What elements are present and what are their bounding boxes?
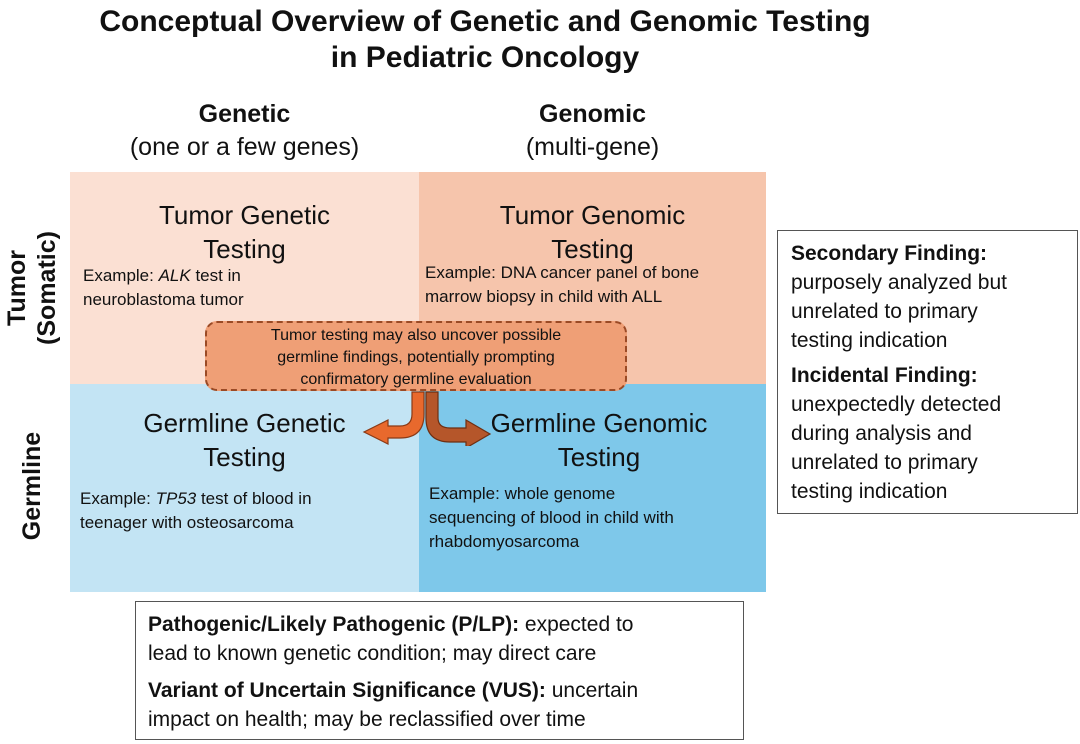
definition-text: unrelated to primary [791, 300, 978, 323]
callout-arrows [362, 391, 492, 446]
quadrant-germline-genomic: Germline Genomic Testing Example: whole … [419, 384, 766, 592]
quadrant-title-line: Testing [203, 234, 286, 264]
quadrant-title: Germline Genetic Testing [70, 406, 419, 474]
quadrant-title: Tumor Genetic Testing [70, 198, 419, 266]
example-text: Example: DNA cancer panel of bone [425, 263, 700, 282]
quadrant-title: Tumor Genomic Testing [419, 198, 766, 266]
quadrant-title-line: Testing [557, 442, 641, 472]
quadrant-example: Example: DNA cancer panel of bone marrow… [425, 261, 699, 309]
germline-findings-callout: Tumor testing may also uncover possible … [205, 321, 627, 391]
page-title: Conceptual Overview of Genetic and Genom… [0, 4, 970, 76]
callout-text: confirmatory germline evaluation [300, 371, 532, 388]
definition-text: expected to [519, 613, 634, 636]
vus-term: Variant of Uncertain Significance (VUS): [148, 679, 546, 702]
row-header-germline: Germline [17, 424, 47, 548]
arrow-to-germline-genetic [362, 391, 425, 445]
quadrant-title-line: Germline Genomic [490, 408, 708, 438]
incidental-finding-definition: Incidental Finding: unexpectedly detecte… [791, 361, 1077, 506]
quadrant-title-line: Germline Genetic [143, 408, 346, 438]
example-text: marrow biopsy in child with ALL [425, 287, 663, 306]
example-text: Example: whole genome [429, 484, 616, 503]
gene-name: ALK [158, 266, 191, 285]
column-header-genomic: Genomic (multi-gene) [419, 98, 766, 164]
definition-text: impact on health; may be reclassified ov… [148, 708, 586, 731]
quadrant-example: Example: whole genome sequencing of bloo… [429, 482, 674, 554]
quadrant-example: Example: ALK test in neuroblastoma tumor [83, 264, 244, 312]
arrow-to-germline-genomic [425, 391, 492, 446]
secondary-finding-definition: Secondary Finding: purposely analyzed bu… [791, 239, 1077, 355]
definition-text: unrelated to primary [791, 451, 978, 474]
quadrant-germline-genetic: Germline Genetic Testing Example: TP53 t… [70, 384, 419, 592]
column-sub-genomic: (multi-gene) [525, 133, 660, 161]
row-sub-tumor: (Somatic) [33, 231, 61, 345]
quadrant-title-line: Tumor Genetic [159, 200, 330, 230]
example-text: test of blood in [196, 489, 312, 508]
column-label-genetic: Genetic [198, 100, 291, 128]
definition-text: unexpectedly detected [791, 393, 1002, 416]
definition-text: uncertain [545, 679, 639, 702]
secondary-finding-term: Secondary Finding: [791, 242, 988, 265]
definition-text: testing indication [791, 480, 948, 503]
column-sub-genetic: (one or a few genes) [129, 133, 360, 161]
callout-text: Tumor testing may also uncover possible [270, 327, 562, 344]
row-header-tumor: Tumor (Somatic) [2, 218, 62, 358]
quadrant-title-line: Tumor Genomic [499, 200, 686, 230]
example-text: test in [190, 266, 241, 285]
quadrant-title-line: Testing [203, 442, 286, 472]
variant-classification-box: Pathogenic/Likely Pathogenic (P/LP): exp… [135, 601, 744, 740]
quadrant-title: Germline Genomic Testing [419, 406, 779, 474]
title-line-2: in Pediatric Oncology [330, 41, 640, 74]
example-prefix: Example: [80, 489, 156, 508]
incidental-finding-term: Incidental Finding: [791, 364, 978, 387]
definition-text: testing indication [791, 329, 948, 352]
example-text: teenager with osteosarcoma [80, 513, 294, 532]
title-line-1: Conceptual Overview of Genetic and Genom… [99, 5, 871, 38]
plp-term: Pathogenic/Likely Pathogenic (P/LP): [148, 613, 520, 636]
findings-definitions-box: Secondary Finding: purposely analyzed bu… [777, 230, 1078, 514]
definition-text: purposely analyzed but [791, 271, 1007, 294]
vus-definition: Variant of Uncertain Significance (VUS):… [148, 676, 743, 734]
example-text: rhabdomyosarcoma [429, 532, 580, 551]
definition-text: during analysis and [791, 422, 972, 445]
column-header-genetic: Genetic (one or a few genes) [70, 98, 419, 164]
gene-name: TP53 [155, 489, 197, 508]
definition-text: lead to known genetic condition; may dir… [148, 642, 597, 665]
example-text: neuroblastoma tumor [83, 290, 244, 309]
quadrant-title-line: Testing [551, 234, 634, 264]
row-label-tumor: Tumor [3, 250, 31, 326]
callout-text: germline findings, potentially prompting [277, 349, 555, 366]
plp-definition: Pathogenic/Likely Pathogenic (P/LP): exp… [148, 610, 743, 668]
example-prefix: Example: [83, 266, 159, 285]
example-text: sequencing of blood in child with [429, 508, 674, 527]
column-label-genomic: Genomic [539, 100, 646, 128]
row-label-germline: Germline [18, 431, 46, 541]
quadrant-example: Example: TP53 test of blood in teenager … [80, 487, 312, 535]
